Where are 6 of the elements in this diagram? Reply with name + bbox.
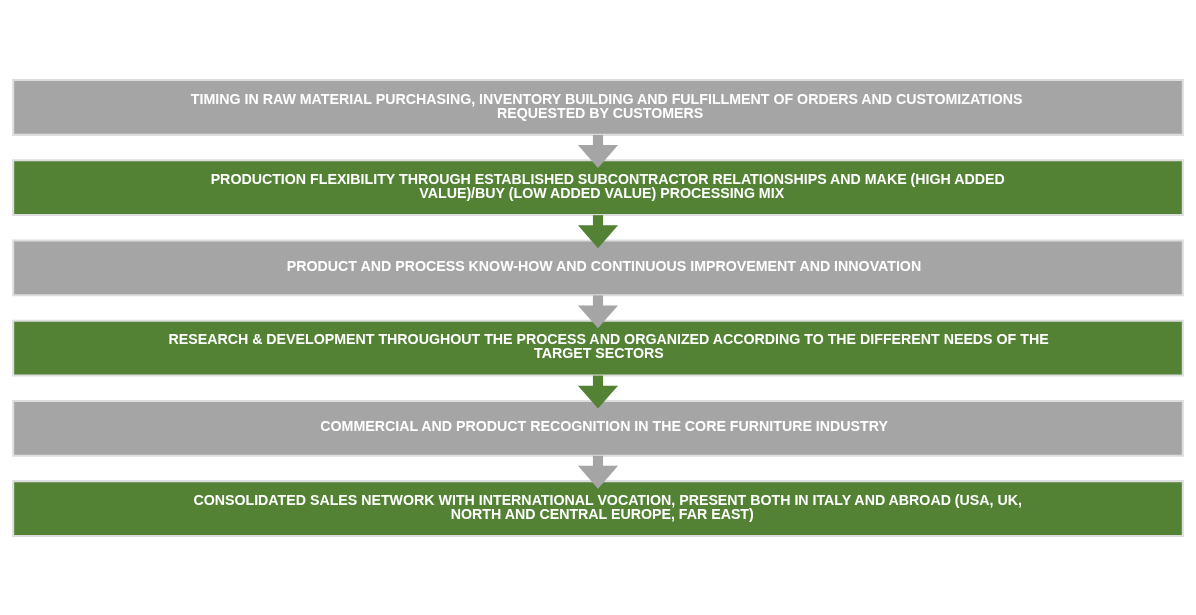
node-box: RESEARCH & DEVELOPMENT THROUGHOUT THE PROCESS AND ORGANIZED ACCORDING TO THE DIFFERENT NEEDS OF THE TARGET SECTORS xyxy=(12,319,1184,377)
node-box: PRODUCT AND PROCESS KNOW-HOW AND CONTINUOUS IMPROVEMENT AND INNOVATION xyxy=(12,238,1184,296)
node-box: COMMERCIAL AND PRODUCT RECOGNITION IN THE CORE FURNITURE INDUSTRY xyxy=(12,399,1184,457)
node-box: TIMING IN RAW MATERIAL PURCHASING, INVENTORY BUILDING AND FULFILLMENT OF ORDERS AND CUSTOMIZATIONS REQUESTED BY CUSTOMERS xyxy=(12,78,1184,136)
node-box: CONSOLIDATED SALES NETWORK WITH INTERNATIONAL VOCATION, PRESENT BOTH IN ITALY AND ABROAD (USA, UK, NORTH AND CENTRAL EUROPE, FAR EAST) xyxy=(12,479,1184,537)
node-box: PRODUCTION FLEXIBILITY THROUGH ESTABLISHED SUBCONTRACTOR RELATIONSHIPS AND MAKE (HIGH ADDED VALUE)/BUY (LOW ADDED VALUE) PROCESSING MIX xyxy=(12,158,1184,216)
